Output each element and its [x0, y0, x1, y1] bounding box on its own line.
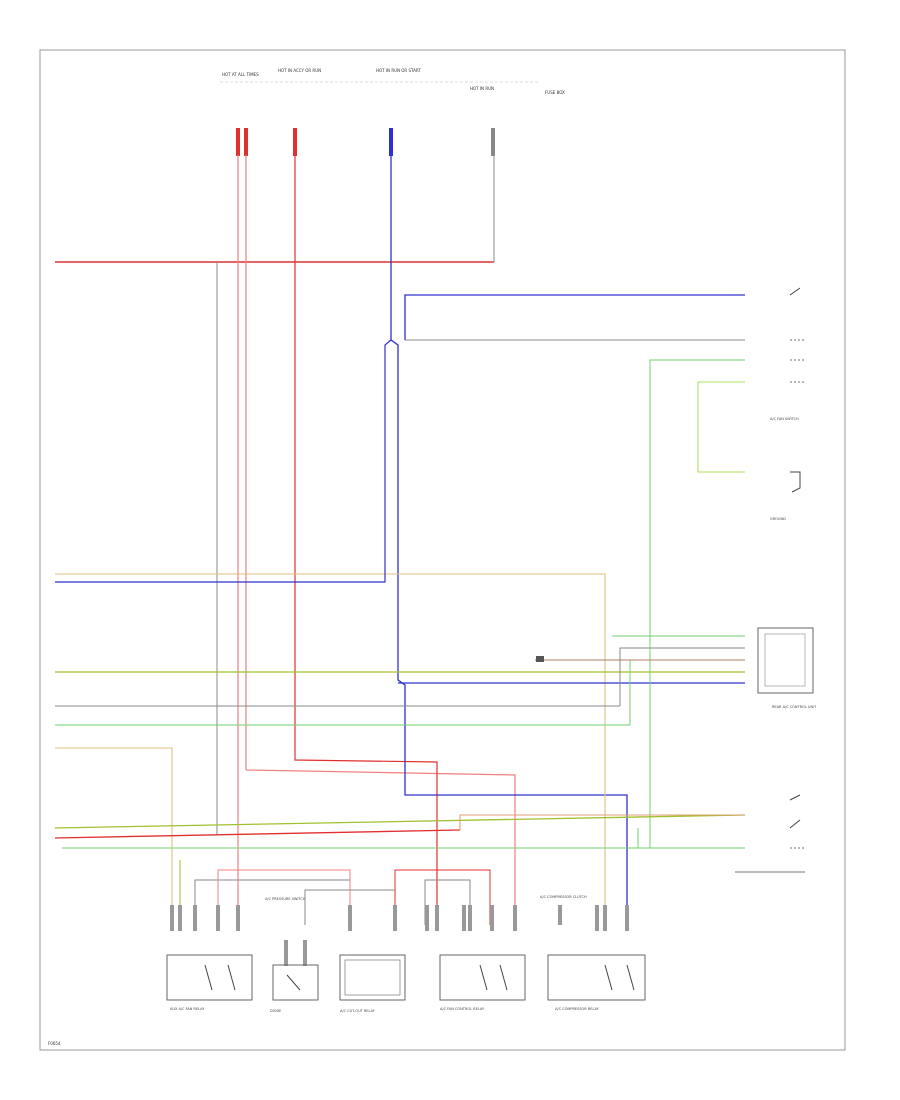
wire-yellow-green-lower [54, 814, 746, 829]
wire-red-3 [294, 155, 438, 925]
wire-blue-main [390, 155, 628, 925]
relay-1-label: AUX A/C FAN RELAY [170, 1007, 205, 1011]
wire-green-right [697, 381, 745, 473]
fan-switch: A/C FAN SWITCH [770, 287, 805, 421]
wire-green-mid-route [629, 659, 745, 725]
right-switch-lower [735, 794, 805, 873]
wire-green-lower-right [637, 828, 745, 849]
wire-red-2-route [245, 769, 516, 925]
fuse-box-label: FUSE BOX [545, 90, 565, 95]
wire-blue-left-pair [55, 573, 606, 925]
rear-control-unit: REAR A/C CONTROL UNIT [757, 627, 817, 709]
rear-unit-label: REAR A/C CONTROL UNIT [772, 705, 817, 709]
wire-tan-lower [55, 747, 173, 925]
relay-3: A/C FAN CONTROL RELAY [439, 954, 526, 1011]
wire-blue-left [55, 339, 392, 583]
fuse-1-label: HOT AT ALL TIMES [222, 72, 259, 77]
wire-grey-bottom-3 [304, 889, 395, 925]
fuse-labels: HOT AT ALL TIMES HOT IN ACCY OR RUN HOT … [222, 68, 565, 95]
fuse-2-label: HOT IN ACCY OR RUN [278, 68, 321, 73]
wire-green-top [62, 359, 745, 849]
inline-connector-marker [536, 656, 544, 662]
wire-red-lower [54, 829, 461, 839]
relay-1: AUX A/C FAN RELAY [166, 954, 253, 1011]
diode-label: DIODE [270, 1009, 281, 1013]
diode: DIODE A/C PRESSURE SWITCH [265, 897, 319, 1013]
fuse-3-label: HOT IN RUN OR START [376, 68, 421, 73]
fuse-4-label: HOT IN RUN [470, 86, 494, 91]
wire-grey-bottom-2 [424, 879, 471, 925]
ground-label: GROUND [770, 517, 786, 521]
relay-4: A/C COMPRESSOR RELAY A/C COMPRESSOR CLUT… [540, 895, 646, 1011]
wire-red-bottom-1 [217, 869, 351, 925]
wire-blue-top-right [404, 294, 745, 340]
wire-red-bottom-2 [394, 869, 491, 925]
wire-grey-mid-route [619, 647, 745, 706]
fan-switch-label: A/C FAN SWITCH [770, 417, 799, 421]
relay-2: A/C CUT-OUT RELAY [339, 954, 406, 1013]
ground-symbol: GROUND [770, 471, 801, 521]
diagram-border [39, 49, 846, 1051]
bottom-connectors [170, 905, 629, 966]
wire-red-lower-route [459, 814, 745, 830]
fuse-connectors [236, 128, 495, 156]
relay-4-label: A/C COMPRESSOR RELAY [555, 1007, 600, 1011]
pressure-switch-label: A/C PRESSURE SWITCH [265, 897, 306, 901]
compressor-clutch-label: A/C COMPRESSOR CLUTCH [540, 895, 587, 899]
reference-code: F0654 [48, 1041, 61, 1046]
relay-3-label: A/C FAN CONTROL RELAY [440, 1007, 485, 1011]
relay-2-label: A/C CUT-OUT RELAY [340, 1009, 376, 1013]
